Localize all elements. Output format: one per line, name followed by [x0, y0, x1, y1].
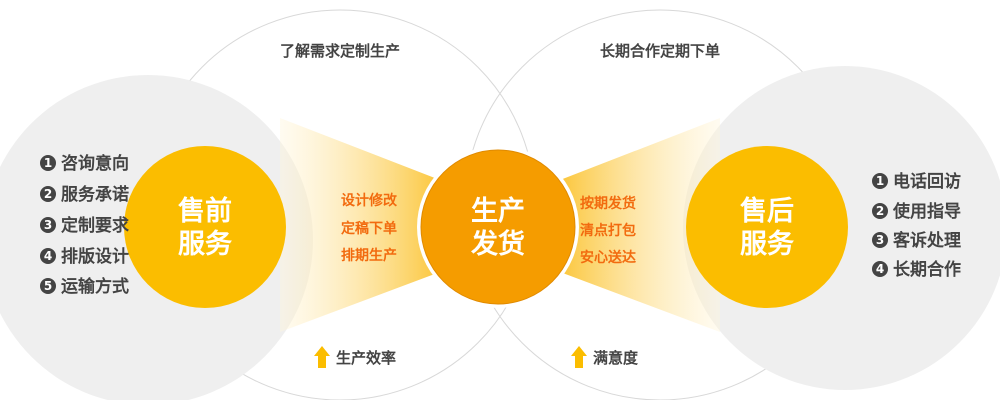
- list-item: 3 客诉处理: [872, 230, 961, 251]
- after-sale-circle: [686, 146, 848, 308]
- list-item: 1 咨询意向: [40, 153, 129, 174]
- production-step: 按期发货: [580, 195, 636, 212]
- svg-text:客诉处理: 客诉处理: [892, 230, 961, 251]
- number-badge-icon: [40, 217, 56, 233]
- number-badge-icon: [872, 232, 888, 248]
- after-sale-title-line2: 服务: [740, 229, 794, 260]
- pre-sale-list: 1 咨询意向 2 服务承诺 3 定制要求 4 排版设计 5 运输方式: [40, 153, 129, 297]
- pre-sale-title-line2: 服务: [178, 229, 232, 260]
- arrow-up-icon: [571, 346, 587, 368]
- list-item: 4 长期合作: [872, 259, 961, 280]
- svg-text:长期合作: 长期合作: [893, 259, 961, 280]
- svg-text:4: 4: [44, 249, 52, 263]
- top-label-left: 了解需求定制生产: [280, 42, 400, 60]
- production-circle: [420, 149, 576, 305]
- bottom-label-right: 满意度: [593, 349, 639, 367]
- list-item: 3 定制要求: [40, 215, 129, 236]
- svg-text:运输方式: 运输方式: [61, 276, 129, 297]
- number-badge-icon: [872, 261, 888, 277]
- production-title-line1: 生产: [471, 196, 525, 227]
- list-item: 2 使用指导: [872, 201, 961, 222]
- svg-text:5: 5: [44, 279, 52, 293]
- list-item: 1 电话回访: [872, 171, 961, 192]
- production-step: 安心送达: [580, 249, 636, 266]
- right-cone: [560, 118, 720, 332]
- number-badge-icon: [872, 173, 888, 189]
- svg-text:1: 1: [876, 174, 884, 188]
- after-sale-title-line1: 售后: [740, 195, 794, 227]
- number-badge-icon: [40, 248, 56, 264]
- arrow-up-icon: [314, 346, 330, 368]
- number-badge-icon: [40, 278, 56, 294]
- pre-sale-step: 排期生产: [341, 247, 397, 264]
- number-badge-icon: [872, 203, 888, 219]
- svg-text:定制要求: 定制要求: [61, 215, 129, 236]
- list-item: 2 服务承诺: [40, 184, 129, 205]
- svg-text:3: 3: [876, 233, 884, 247]
- svg-text:电话回访: 电话回访: [893, 171, 961, 192]
- svg-text:3: 3: [44, 218, 52, 232]
- svg-text:2: 2: [44, 187, 52, 201]
- svg-text:排版设计: 排版设计: [61, 246, 129, 267]
- svg-text:1: 1: [44, 156, 52, 170]
- svg-text:服务承诺: 服务承诺: [61, 184, 129, 205]
- svg-text:使用指导: 使用指导: [892, 201, 961, 222]
- after-sale-list: 1 电话回访 2 使用指导 3 客诉处理 4 长期合作: [872, 171, 961, 280]
- svg-text:咨询意向: 咨询意向: [61, 153, 129, 174]
- top-label-right: 长期合作定期下单: [600, 42, 720, 60]
- left-cone: [280, 118, 440, 332]
- list-item: 4 排版设计: [40, 246, 129, 267]
- pre-sale-step: 设计修改: [341, 192, 398, 209]
- pre-sale-step: 定稿下单: [341, 220, 397, 237]
- pre-sale-circle: [124, 146, 286, 308]
- svg-text:4: 4: [876, 262, 884, 276]
- pre-sale-title-line1: 售前: [178, 195, 232, 227]
- production-title-line2: 发货: [470, 228, 525, 260]
- number-badge-icon: [40, 186, 56, 202]
- number-badge-icon: [40, 155, 56, 171]
- production-step: 清点打包: [580, 222, 636, 239]
- list-item: 5 运输方式: [40, 276, 129, 297]
- svg-text:2: 2: [876, 204, 884, 218]
- bottom-label-left: 生产效率: [336, 349, 396, 367]
